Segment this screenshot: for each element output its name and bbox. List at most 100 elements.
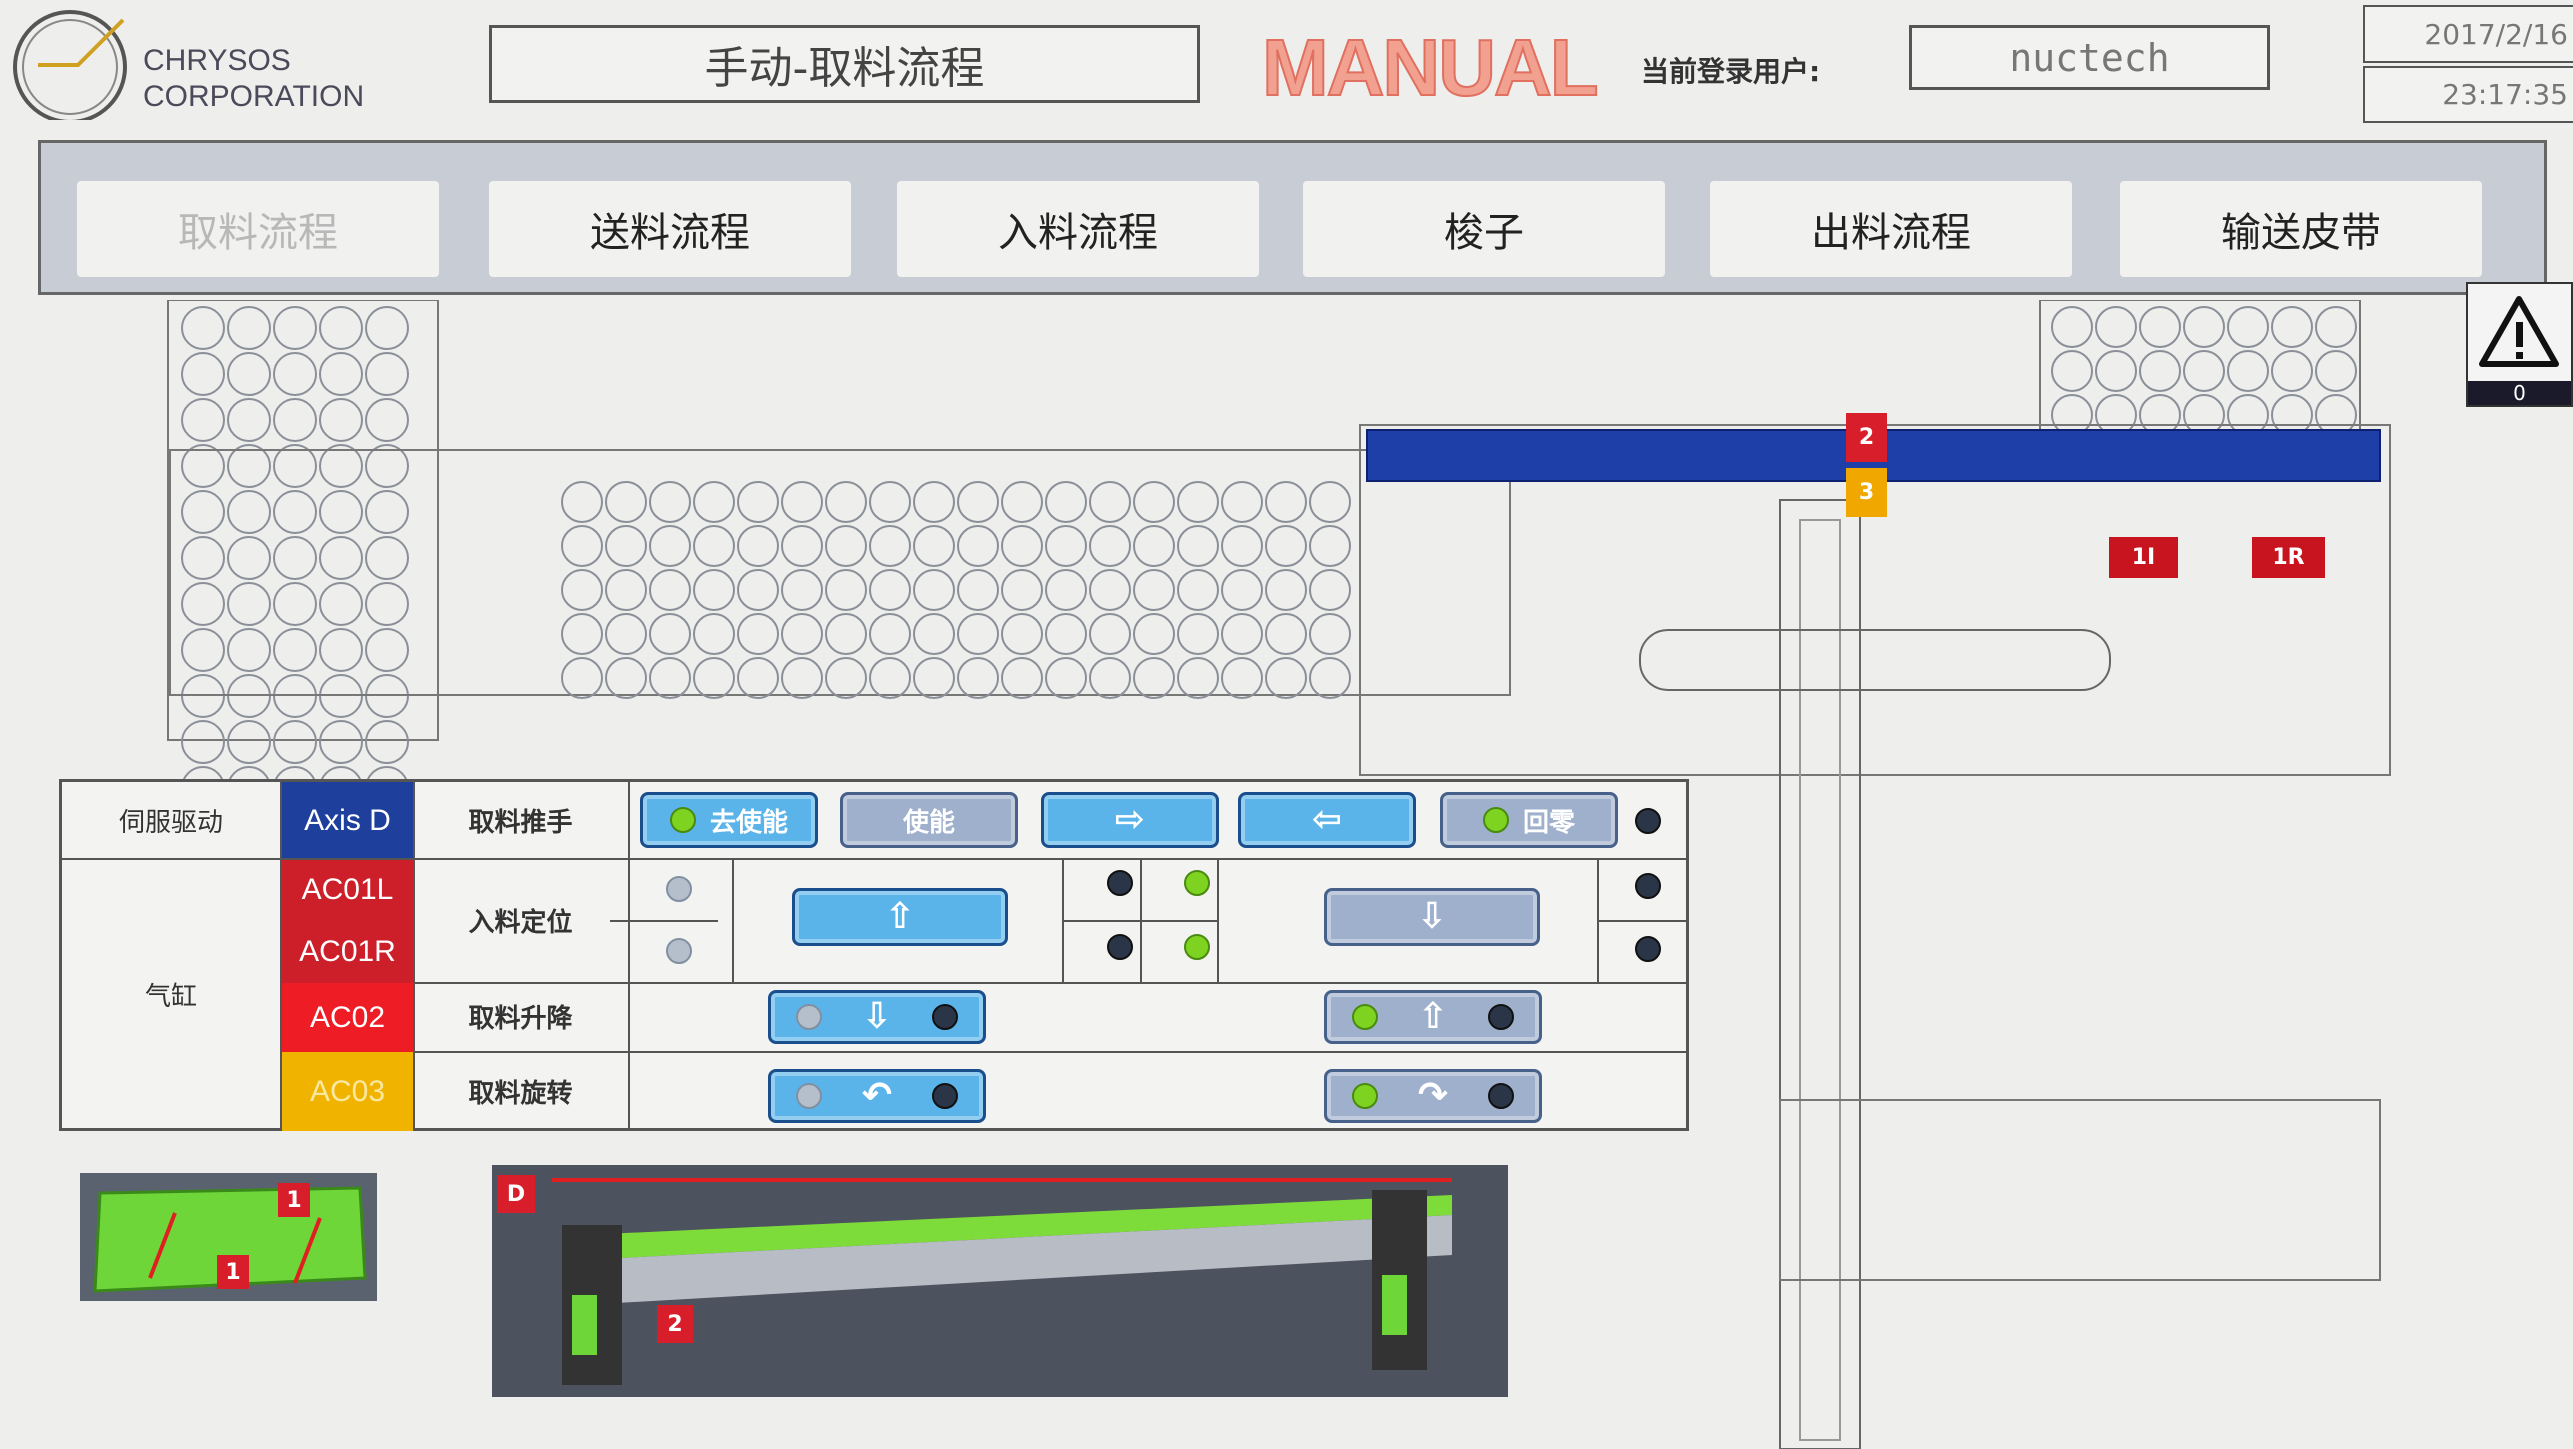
lift-down-button[interactable]: ⇩ [768,990,986,1044]
axis-d-reference-image: D 2 [492,1165,1508,1397]
rotate-cw-led-a [1351,1083,1378,1109]
roll [649,569,691,611]
roll [1309,481,1351,523]
roll [737,569,779,611]
roll [605,569,647,611]
tab-infeed-process[interactable]: 入料流程 [897,181,1259,277]
roll [181,536,225,580]
servo-enable-button[interactable]: 使能 [840,792,1018,848]
logo-text-1: CHRYSOS [143,44,291,77]
rotate-ccw-button[interactable]: ↶ [768,1069,986,1123]
roll-grid-right [2051,306,2357,436]
code-ac03: AC03 [282,1052,413,1131]
roll [737,481,779,523]
roll [561,613,603,655]
roll [1265,613,1307,655]
rotate-ccw-led-a [795,1083,822,1109]
roll [1177,657,1219,699]
tag-3: 3 [1846,468,1887,517]
ac01l-end-led [1635,873,1661,899]
time-display: 23:17:35 [2363,66,2573,123]
roll [869,525,911,567]
roll [1001,481,1043,523]
rotate-cw-button[interactable]: ↷ [1324,1069,1542,1123]
tab-pick-process[interactable]: 取料流程 [77,181,439,277]
roll [273,582,317,626]
roll [605,613,647,655]
roll [737,657,779,699]
img1-tag-1a: 1 [278,1183,310,1217]
lift-up-button[interactable]: ⇧ [1324,990,1542,1044]
roll [1309,657,1351,699]
rotate-cw-led-b [1488,1083,1515,1109]
alarm-button[interactable]: 0 [2466,282,2573,407]
roll [227,306,271,350]
roll [319,582,363,626]
home-button[interactable]: 回零 [1440,792,1618,848]
tab-feed-process[interactable]: 送料流程 [489,181,851,277]
roll [319,490,363,534]
cylinder-label: 气缸 [144,982,197,1012]
tab-conveyor-belt[interactable]: 输送皮带 [2120,181,2482,277]
roll [2139,306,2181,348]
roll [825,569,867,611]
roll [825,613,867,655]
rotate-ccw-led-b [932,1083,959,1109]
roll [365,720,409,764]
row-label-pusher: 取料推手 [468,807,573,838]
roll [825,481,867,523]
roll [1265,481,1307,523]
infeed-position-up-button[interactable]: ⇧ [792,888,1008,946]
arrow-up-icon: ⇧ [884,896,916,937]
logo-ring-icon [13,10,127,124]
tab-outfeed-process[interactable]: 出料流程 [1710,181,2072,277]
jog-right-button[interactable]: ⇨ [1041,792,1219,848]
roll [869,657,911,699]
roll [181,352,225,396]
roll [561,657,603,699]
roll [2183,306,2225,348]
roll [1089,481,1131,523]
roll [2183,350,2225,392]
roll [1045,657,1087,699]
arrow-right-icon: ⇨ [1114,799,1146,840]
roll [1309,569,1351,611]
code-ac01l: AC01L [282,859,413,921]
roll [1089,569,1131,611]
roll [649,525,691,567]
roll [227,628,271,672]
roll [365,582,409,626]
servo-disable-button[interactable]: 去使能 [640,792,818,848]
roll [2315,350,2357,392]
roll [1221,481,1263,523]
roll [957,657,999,699]
roll [227,720,271,764]
roll [1001,569,1043,611]
roll [957,525,999,567]
roll [319,306,363,350]
roll [1177,481,1219,523]
ac01l-status-led-1 [1107,870,1133,896]
row-label-infeed-position: 入料定位 [468,907,573,938]
tag-1r: 1R [2252,537,2325,578]
roll [649,481,691,523]
roll [227,444,271,488]
screen-title: 手动-取料流程 [489,25,1200,103]
roll [2271,306,2313,348]
roll [181,720,225,764]
roll [227,398,271,442]
roll [781,657,823,699]
manual-control-panel: Axis D AC01L AC01R AC02 AC03 伺服驱动 气缸 取料推… [59,779,1689,1131]
tab-shuttle[interactable]: 梭子 [1303,181,1665,277]
infeed-position-down-button[interactable]: ⇩ [1324,888,1540,946]
roll [1221,525,1263,567]
roll [365,490,409,534]
roll [605,481,647,523]
roll [1045,481,1087,523]
roll [319,628,363,672]
roll [1133,525,1175,567]
jog-left-button[interactable]: ⇦ [1238,792,1416,848]
roll [561,569,603,611]
ac01r-status-led-1 [1107,934,1133,960]
roll [869,569,911,611]
